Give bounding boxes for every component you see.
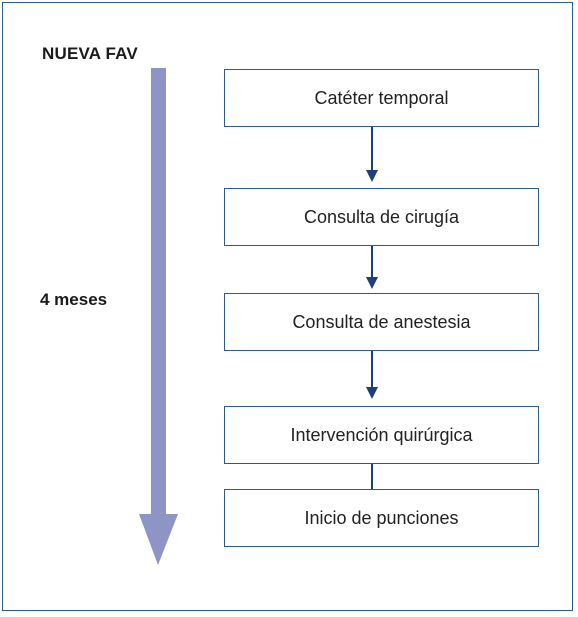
flow-arrow-1	[366, 127, 378, 182]
diagram-frame	[2, 2, 573, 611]
flow-arrow-3	[366, 351, 378, 399]
step-cateter-temporal: Catéter temporal	[224, 69, 539, 127]
step-label: Intervención quirúrgica	[290, 424, 473, 445]
step-label: Inicio de punciones	[304, 507, 459, 528]
step-label: Catéter temporal	[314, 87, 449, 108]
timeline-arrow-head	[139, 514, 178, 565]
step-consulta-anestesia: Consulta de anestesia	[224, 293, 539, 351]
step-label: Consulta de anestesia	[292, 311, 471, 332]
flow-arrow-2	[366, 246, 378, 289]
step-inicio-punciones: Inicio de punciones	[224, 489, 539, 547]
duration-label: 4 meses	[40, 290, 108, 309]
timeline-arrow-shaft	[151, 68, 166, 528]
start-label: NUEVA FAV	[42, 44, 138, 63]
step-consulta-cirugia: Consulta de cirugía	[224, 188, 539, 246]
step-intervencion-quirurgica: Intervención quirúrgica	[224, 406, 539, 464]
step-label: Consulta de cirugía	[303, 206, 460, 227]
